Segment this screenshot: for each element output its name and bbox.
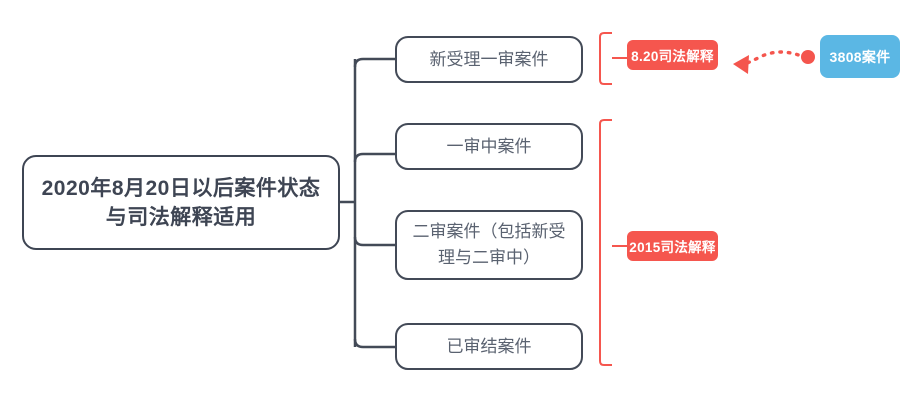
root-node-label: 2020年8月20日以后案件状态与司法解释适用 <box>41 176 321 229</box>
node-second-instance[interactable]: 二审案件（包括新受理与二审中） <box>395 210 583 280</box>
node-in-first-instance[interactable]: 一审中案件 <box>395 123 583 170</box>
case-count-label: 3808案件 <box>829 48 891 65</box>
node-concluded-cases[interactable]: 已审结案件 <box>395 323 583 370</box>
group-label-text: 8.20司法解释 <box>631 49 714 64</box>
case-count-callout[interactable]: 3808案件 <box>820 35 900 78</box>
group-bracket-1 <box>599 119 612 366</box>
group-bracket-0 <box>599 32 612 85</box>
branch-line-0b <box>355 59 395 154</box>
branch-line-0 <box>353 57 395 68</box>
node-label: 一审中案件 <box>446 136 532 156</box>
group-label-820-interpretation[interactable]: 8.20司法解释 <box>627 40 718 70</box>
branch-line-1 <box>355 146 387 154</box>
callout-arrow-path <box>740 50 808 67</box>
callout-arrow-head <box>733 55 749 74</box>
node-label: 已审结案件 <box>446 336 532 356</box>
branch-line-1b <box>355 146 395 154</box>
group-label-text: 2015司法解释 <box>629 240 716 255</box>
branch-elbow-1 <box>353 152 395 163</box>
callout-arrow-origin-dot <box>801 50 815 64</box>
branch-elbow-3 <box>353 338 395 349</box>
branch-elbow-2 <box>353 236 395 247</box>
group-label-2015-interpretation[interactable]: 2015司法解释 <box>627 231 718 261</box>
node-label: 二审案件（包括新受理与二审中） <box>412 222 566 267</box>
node-label: 新受理一审案件 <box>429 49 549 69</box>
root-node[interactable]: 2020年8月20日以后案件状态与司法解释适用 <box>22 155 340 250</box>
node-new-first-instance[interactable]: 新受理一审案件 <box>395 36 583 83</box>
